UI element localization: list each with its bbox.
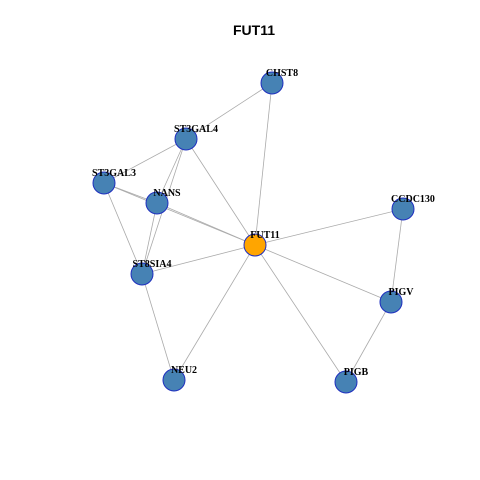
node-label-neu2: NEU2 [171,365,197,376]
node-label-pigb: PIGB [344,367,369,378]
edge-chst8-st3gal4 [185,82,273,140]
node-layer [92,71,415,394]
edge-st3gal4-nans [156,138,187,204]
node-label-st3gal3: ST3GAL3 [92,168,136,179]
edge-fut11-nans [156,202,256,246]
node-st3gal3[interactable] [92,171,116,195]
edge-fut11-chst8 [254,82,273,246]
edge-ccdc130-pigv [390,208,404,303]
node-neu2[interactable] [162,368,186,392]
edge-pigv-pigb [345,301,392,383]
diagram-title: FUT11 [233,22,275,38]
node-fut11[interactable] [243,233,267,257]
edge-st3gal3-st8sia4 [103,182,143,275]
edge-fut11-st3gal3 [103,182,256,246]
edge-fut11-st8sia4 [141,244,256,275]
node-nans[interactable] [145,191,169,215]
edge-nans-st8sia4 [141,202,158,275]
node-label-st3gal4: ST3GAL4 [174,124,218,135]
node-chst8[interactable] [260,71,284,95]
edge-st3gal4-st3gal3 [103,138,187,184]
edge-fut11-ccdc130 [254,208,404,246]
edge-st8sia4-neu2 [141,273,175,381]
edge-fut11-st3gal4 [185,138,256,246]
node-pigb[interactable] [334,370,358,394]
node-label-nans: NANS [153,188,181,199]
node-label-chst8: CHST8 [266,68,298,79]
edge-fut11-pigb [254,244,347,383]
node-ccdc130[interactable] [391,197,415,221]
node-label-ccdc130: CCDC130 [391,194,435,205]
node-st8sia4[interactable] [130,262,154,286]
edge-fut11-pigv [254,244,392,303]
edge-fut11-neu2 [173,244,256,381]
node-label-st8sia4: ST8SIA4 [133,259,172,270]
node-st3gal4[interactable] [174,127,198,151]
node-label-pigv: PIGV [389,287,415,298]
node-pigv[interactable] [379,290,403,314]
node-label-fut11: FUT11 [250,230,279,241]
